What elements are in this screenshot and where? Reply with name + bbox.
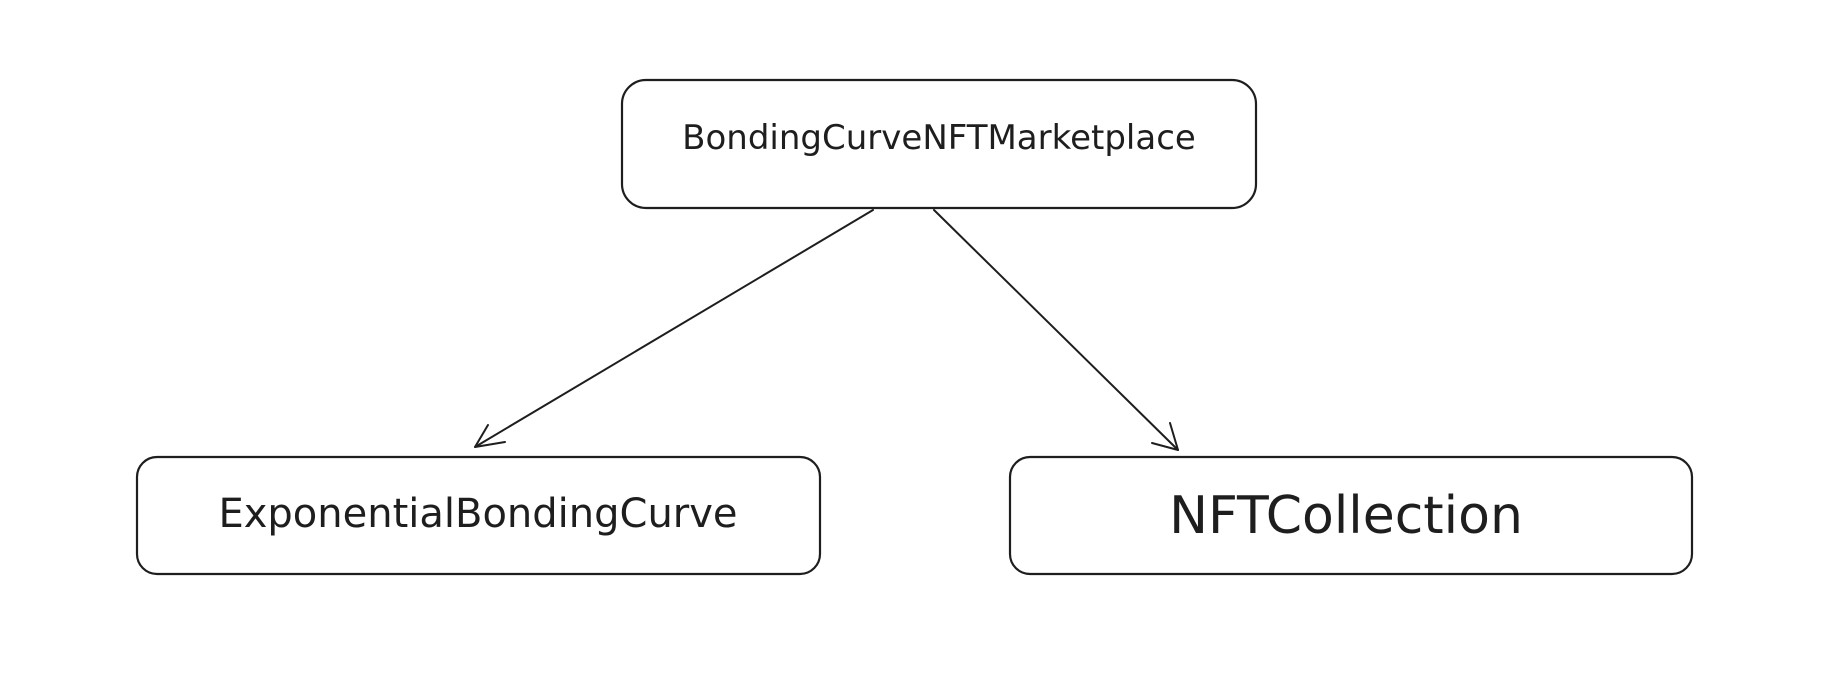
node-collection[interactable]: NFTCollection (1008, 455, 1694, 576)
arrowhead-icon (474, 424, 506, 448)
node-box (135, 455, 822, 576)
edge-marketplace-to-curve (474, 209, 874, 448)
arrowhead-icon (1151, 422, 1179, 451)
node-box (1008, 455, 1694, 576)
node-box (620, 78, 1258, 210)
node-marketplace[interactable]: BondingCurveNFTMarketplace (620, 78, 1258, 210)
node-label: ExponentialBondingCurve (218, 491, 737, 537)
node-curve[interactable]: ExponentialBondingCurve (135, 455, 822, 576)
edge-line (474, 209, 874, 448)
node-label: BondingCurveNFTMarketplace (682, 118, 1196, 158)
edge-marketplace-to-collection (933, 209, 1179, 451)
node-label: NFTCollection (1169, 486, 1523, 546)
edge-line (933, 209, 1179, 451)
